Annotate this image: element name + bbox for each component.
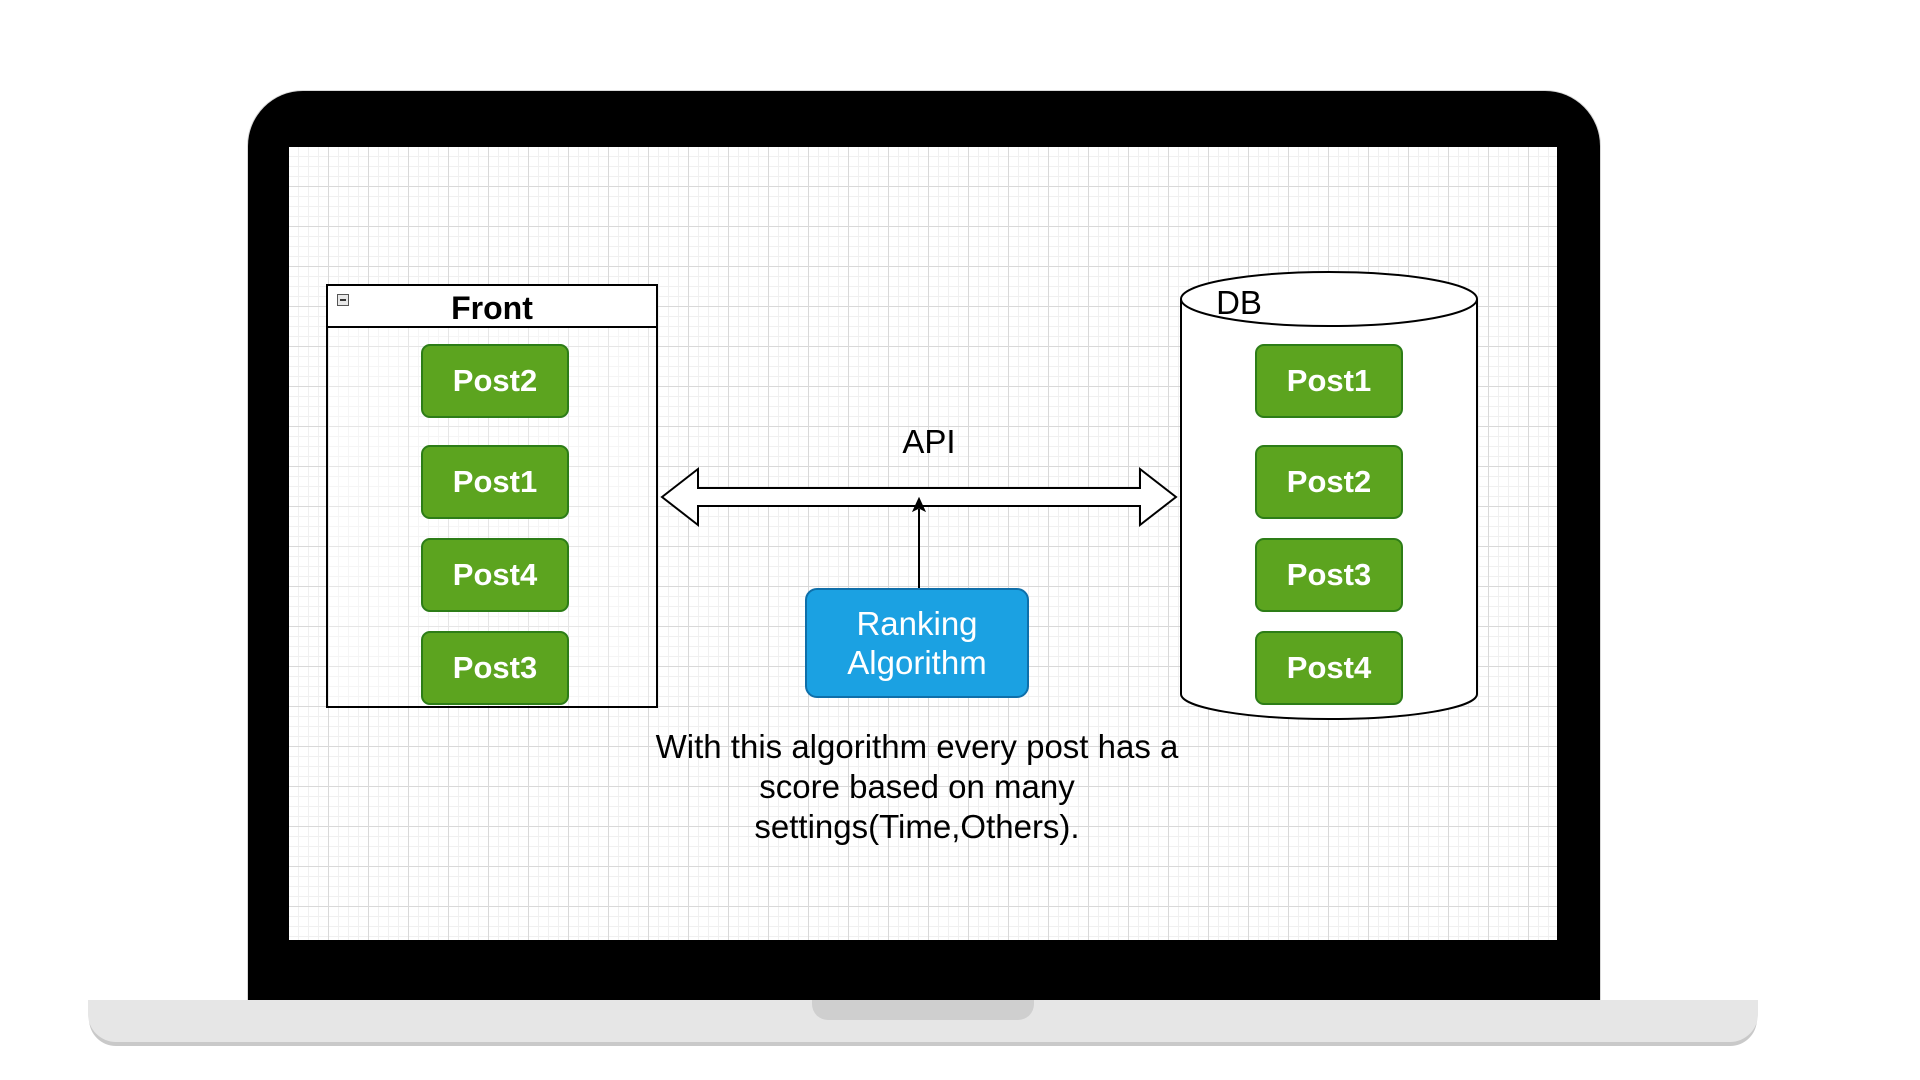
front-post-2[interactable]: Post1 [421, 445, 569, 519]
front-post-4[interactable]: Post3 [421, 631, 569, 705]
front-post-3[interactable]: Post4 [421, 538, 569, 612]
caption-line1: With this algorithm every post has a [655, 728, 1179, 765]
db-post-2[interactable]: Post2 [1255, 445, 1403, 519]
caption-line2: score based on many [759, 768, 1075, 805]
caption-text: With this algorithm every post has a sco… [629, 727, 1205, 847]
caption-line3: settings(Time,Others). [754, 808, 1080, 845]
db-post-3[interactable]: Post3 [1255, 538, 1403, 612]
db-post-4[interactable]: Post4 [1255, 631, 1403, 705]
api-double-arrow [660, 466, 1178, 528]
laptop-notch [812, 1000, 1034, 1020]
front-header: Front [328, 286, 656, 328]
front-post-1[interactable]: Post2 [421, 344, 569, 418]
front-title: Front [451, 290, 533, 326]
ranking-algorithm-box[interactable]: Ranking Algorithm [805, 588, 1029, 698]
ranking-connector-arrowhead [911, 496, 927, 513]
api-label: API [902, 423, 956, 460]
db-post-1[interactable]: Post1 [1255, 344, 1403, 418]
collapse-icon[interactable] [337, 294, 349, 306]
ranking-label-line2: Algorithm [847, 644, 987, 681]
laptop-screen: Front Post2 Post1 Post4 Post3 DB Post1 P… [289, 147, 1557, 940]
ranking-label-line1: Ranking [856, 605, 978, 642]
db-title: DB [1216, 284, 1262, 321]
